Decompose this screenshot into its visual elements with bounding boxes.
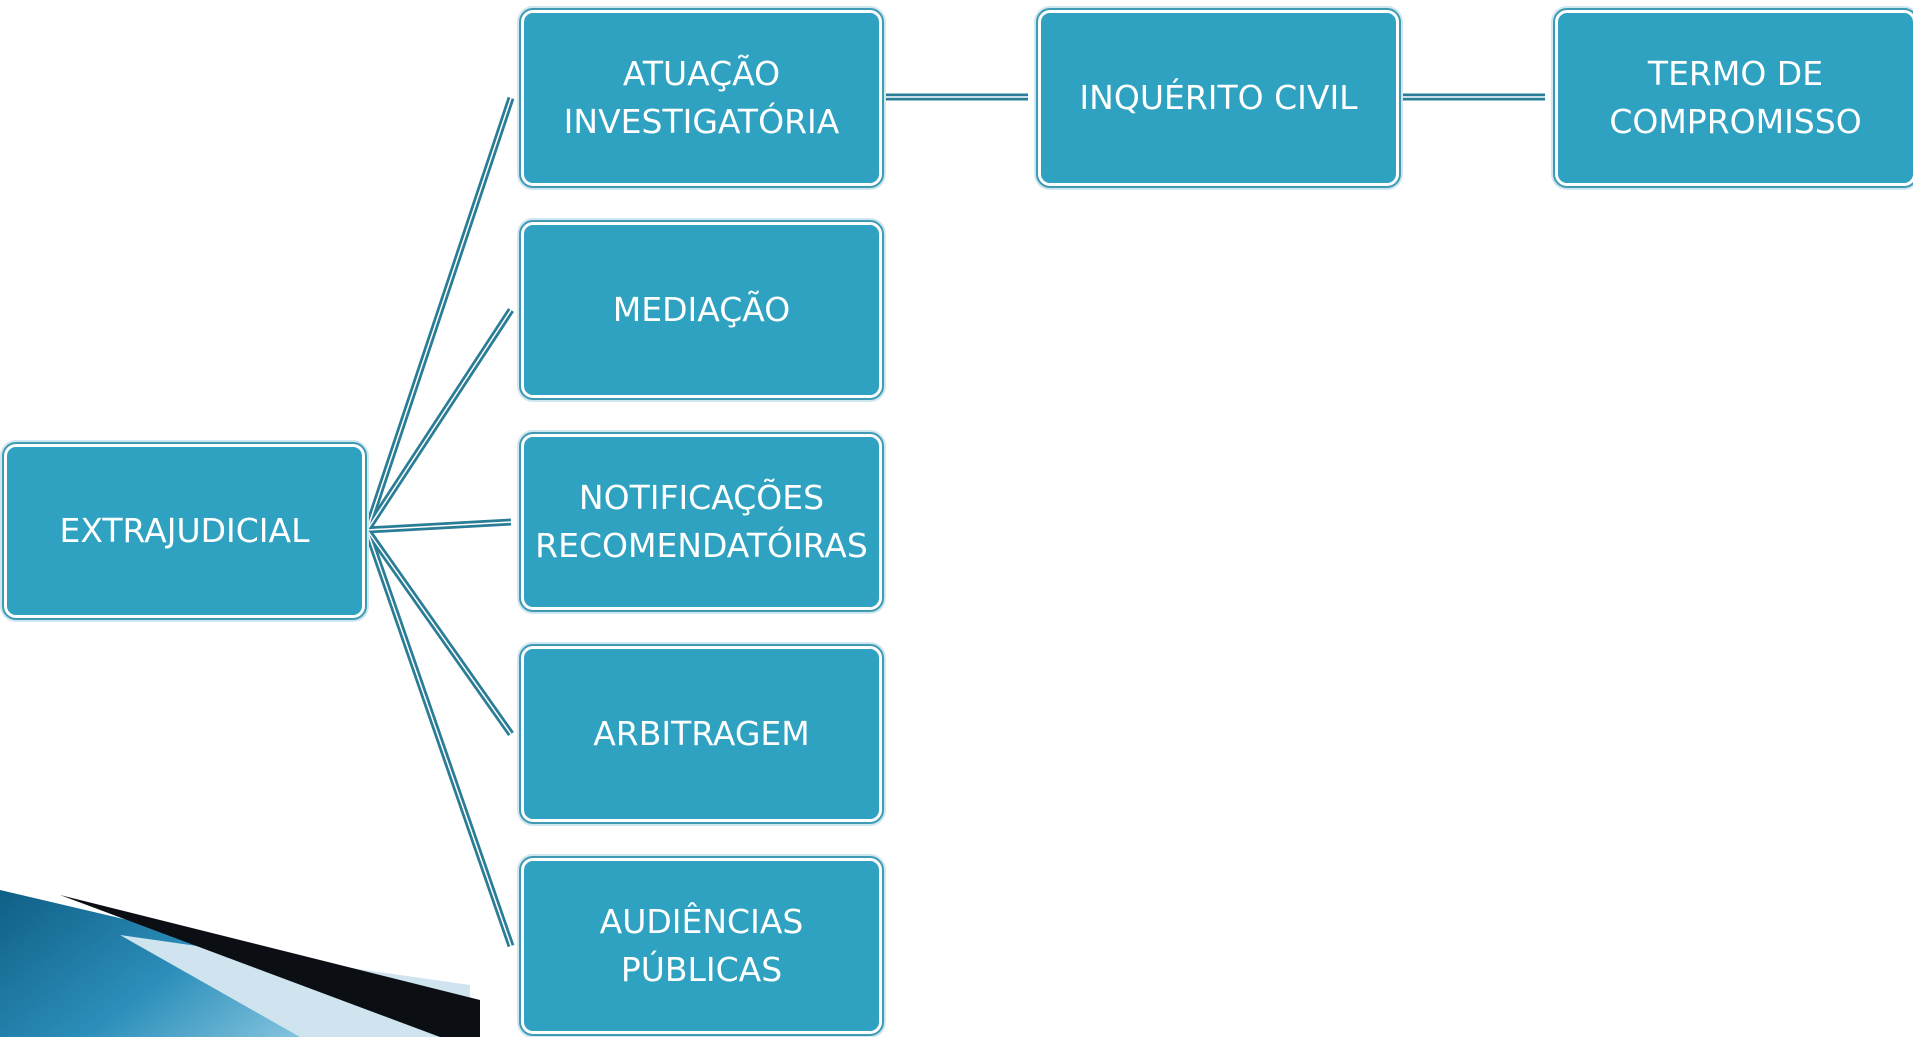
node-label: NOTIFICAÇÕES RECOMENDATÓIRAS bbox=[535, 478, 868, 565]
node-extrajudicial: EXTRAJUDICIAL bbox=[2, 442, 367, 620]
decor-dark-wedge bbox=[60, 895, 480, 1037]
node-label: TERMO DE COMPROMISSO bbox=[1609, 54, 1862, 141]
node-label: INQUÉRITO CIVIL bbox=[1079, 78, 1358, 117]
node-arbitragem: ARBITRAGEM bbox=[519, 644, 884, 824]
node-label: AUDIÊNCIAS PÚBLICAS bbox=[599, 902, 804, 989]
node-audiencias-publicas: AUDIÊNCIAS PÚBLICAS bbox=[519, 856, 884, 1036]
connector-highlight-a3 bbox=[366, 521, 512, 531]
connector-highlight-a1 bbox=[366, 97, 512, 531]
node-mediacao: MEDIAÇÃO bbox=[519, 220, 884, 400]
connector-highlight-a2 bbox=[366, 309, 512, 531]
node-label: MEDIAÇÃO bbox=[612, 290, 791, 329]
node-termo-de-compromisso: TERMO DE COMPROMISSO bbox=[1553, 8, 1913, 188]
node-notificacoes-recomendatoiras: NOTIFICAÇÕES RECOMENDATÓIRAS bbox=[519, 432, 884, 612]
node-atuacao-investigatoria: ATUAÇÃO INVESTIGATÓRIA bbox=[519, 8, 884, 188]
connector-highlight-a4 bbox=[366, 529, 512, 735]
node-label: EXTRAJUDICIAL bbox=[59, 511, 310, 550]
connector-highlight-a5 bbox=[366, 529, 512, 947]
node-inquerito-civil: INQUÉRITO CIVIL bbox=[1036, 8, 1401, 188]
node-label: ARBITRAGEM bbox=[593, 714, 810, 753]
node-label: ATUAÇÃO INVESTIGATÓRIA bbox=[563, 54, 840, 141]
